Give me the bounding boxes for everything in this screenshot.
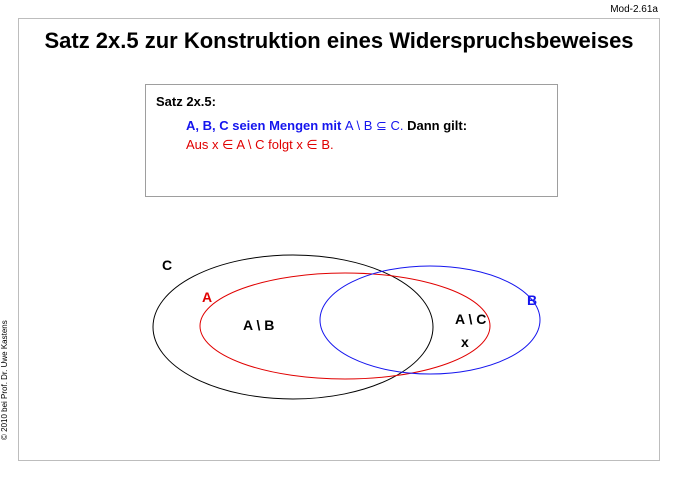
label-a-minus-b: A \ B [243,317,275,333]
set-c-ellipse [152,254,434,400]
label-element-x: x [461,334,469,350]
premise-sets: A, B, C seien Mengen mit [186,118,345,133]
set-a-ellipse [199,272,491,380]
premise-subset: A \ B ⊆ C. [344,118,404,133]
page-title: Satz 2x.5 zur Konstruktion eines Widersp… [44,28,634,53]
label-set-a: A [202,289,213,305]
slide-frame [18,18,660,461]
premise-then: Dann gilt: [403,118,468,133]
label-a-minus-c: A \ C [455,311,487,327]
label-set-c: C [162,257,173,273]
theorem-conclusion: Aus x ∈ A \ C folgt x ∈ B. [186,137,334,152]
set-b-ellipse [319,265,541,375]
theorem-box: Satz 2x.5: A, B, C seien Mengen mit A \ … [145,84,558,197]
theorem-label: Satz 2x.5: [156,94,216,109]
theorem-premise: A, B, C seien Mengen mit A \ B ⊆ C. Dann… [186,118,467,134]
slide-id: Mod-2.61a [610,4,658,15]
label-set-b: B [527,292,538,308]
